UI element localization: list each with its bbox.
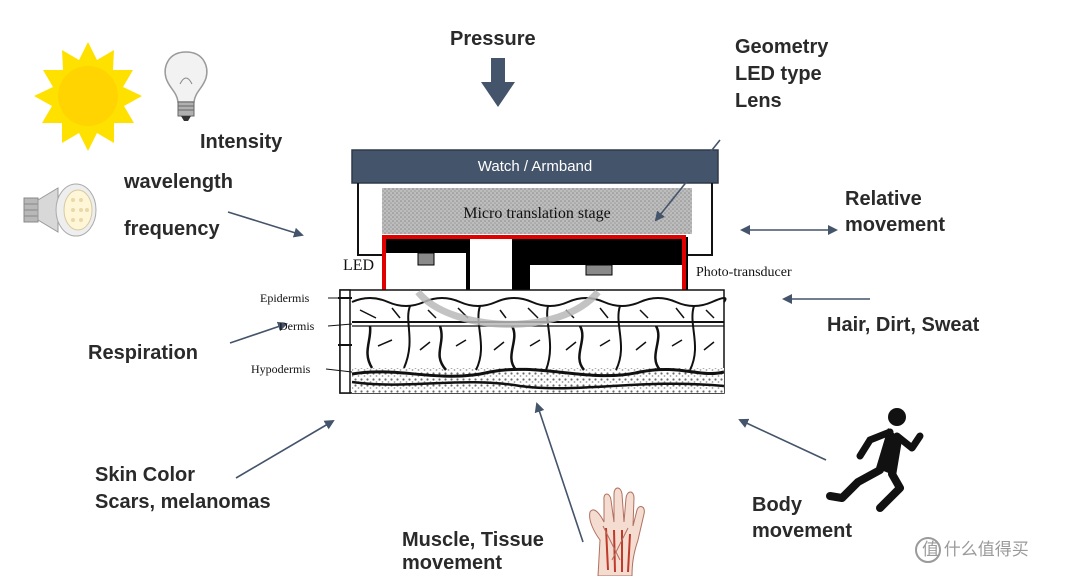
lens-label: Lens xyxy=(735,90,782,112)
pressure-label: Pressure xyxy=(450,28,536,50)
skin-color-label: Skin Color xyxy=(95,464,196,486)
device-housing xyxy=(357,183,713,256)
watch-band xyxy=(351,149,719,184)
muscle-movement-label: movement xyxy=(402,552,503,574)
watermark-logo xyxy=(915,537,941,563)
respiration-label: Respiration xyxy=(88,342,199,364)
watch-armband-label: Watch / Armband xyxy=(477,158,593,175)
wavelength-label: wavelength xyxy=(124,171,233,193)
led-type-label: LED type xyxy=(735,63,822,85)
skin-tissue-block xyxy=(338,289,727,394)
epidermis-label: Epidermis xyxy=(260,291,310,305)
sun-icon xyxy=(34,42,142,151)
led-bulb-icon xyxy=(23,183,97,237)
micro-translation-stage-label: Micro translation stage xyxy=(463,205,611,222)
respiration-arrow xyxy=(229,321,288,344)
body-label: Body xyxy=(752,494,802,516)
hair-dirt-sweat-label: Hair, Dirt, Sweat xyxy=(827,314,980,336)
watermark-text: 值 什么值得买 xyxy=(922,540,1029,559)
geometry-label: Geometry xyxy=(735,36,829,58)
skin-color-arrow xyxy=(235,419,335,479)
led-label: LED xyxy=(343,257,375,274)
hand-anatomy-icon xyxy=(589,487,645,576)
light-bulb-icon xyxy=(164,51,208,121)
body-movement-arrow xyxy=(738,418,827,461)
pressure-arrow xyxy=(481,58,515,107)
muscle-tissue-label: Muscle, Tissue xyxy=(402,529,544,551)
frequency-arrow xyxy=(227,211,304,238)
relative-movement-label: movement xyxy=(845,214,946,236)
hypodermis-label: Hypodermis xyxy=(251,362,311,376)
intensity-label: Intensity xyxy=(200,131,283,153)
body-movement-label: movement xyxy=(752,520,853,542)
photo-transducer-label: Photo-transducer xyxy=(696,265,792,280)
dermis-leader xyxy=(327,323,353,327)
dermis-label: Dermis xyxy=(279,319,315,333)
runner-icon xyxy=(826,408,924,512)
sensor-block xyxy=(384,237,688,293)
hypodermis-leader xyxy=(325,368,353,373)
scars-melanomas-label: Scars, melanomas xyxy=(95,491,271,513)
relative-label: Relative xyxy=(845,188,922,210)
muscle-tissue-arrow xyxy=(534,402,584,543)
frequency-label: frequency xyxy=(124,218,220,240)
geometry-arrow xyxy=(654,139,721,222)
translation-stage xyxy=(382,188,692,234)
